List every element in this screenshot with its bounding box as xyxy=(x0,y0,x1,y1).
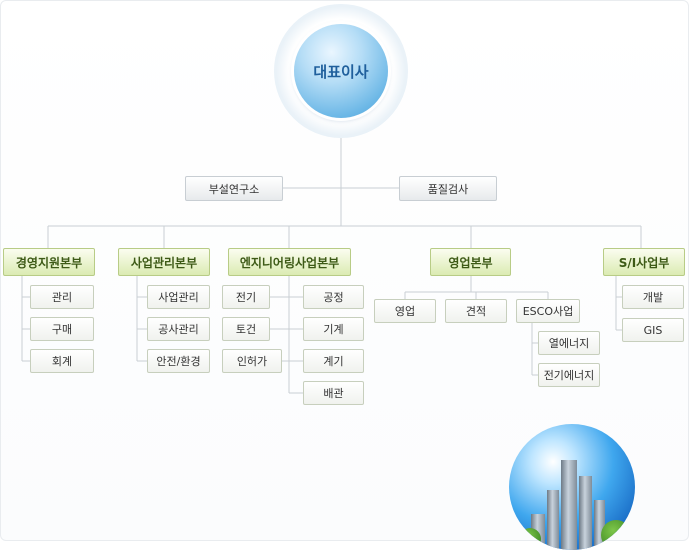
unit-box: 배관 xyxy=(303,381,364,405)
unit-box: 영업 xyxy=(374,299,436,323)
unit-box: 전기 xyxy=(222,285,270,309)
unit-box: 기계 xyxy=(303,317,364,341)
unit-box: 계기 xyxy=(303,349,364,373)
unit-box: 전기에너지 xyxy=(538,363,600,387)
unit-box: 공정 xyxy=(303,285,364,309)
unit-box: GIS xyxy=(622,318,684,342)
unit-box: 관리 xyxy=(30,285,94,309)
quality-inspection-box: 품질검사 xyxy=(399,176,497,201)
ceo-node: 대표이사 xyxy=(294,24,388,118)
unit-box: 구매 xyxy=(30,317,94,341)
research-institute-box: 부설연구소 xyxy=(185,176,283,201)
unit-box: ESCO사업 xyxy=(516,299,580,323)
unit-box: 토건 xyxy=(222,317,270,341)
division-engineering: 엔지니어링사업본부 xyxy=(228,248,351,276)
division-project-management: 사업관리본부 xyxy=(118,248,210,276)
globe-buildings-image xyxy=(509,424,635,550)
unit-box: 사업관리 xyxy=(147,285,210,309)
unit-box: 개발 xyxy=(622,285,684,309)
division-sales: 영업본부 xyxy=(430,248,511,276)
division-si: S/I사업부 xyxy=(603,248,685,276)
division-management-support: 경영지원본부 xyxy=(3,248,95,276)
unit-box: 견적 xyxy=(445,299,507,323)
unit-box: 공사관리 xyxy=(147,317,210,341)
unit-box: 열에너지 xyxy=(538,331,600,355)
unit-box: 안전/환경 xyxy=(147,349,210,373)
unit-box: 회계 xyxy=(30,349,94,373)
unit-box: 인허가 xyxy=(222,349,282,373)
